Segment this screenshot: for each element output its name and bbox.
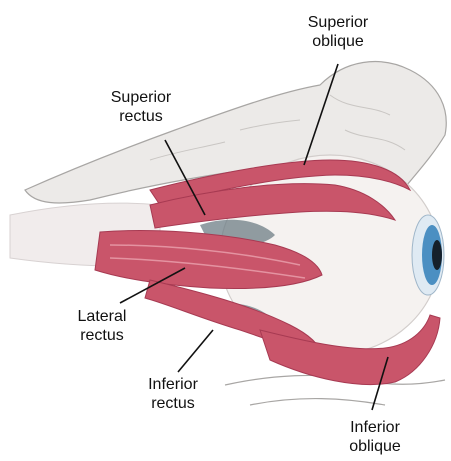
label-lateral-rectus: Lateral rectus — [67, 307, 137, 345]
leader-inferior-rectus — [178, 330, 213, 372]
label-superior-rectus: Superior rectus — [103, 88, 179, 126]
label-inferior-oblique-line1: Inferior — [339, 418, 411, 437]
pupil — [432, 240, 442, 270]
label-superior-rectus-line2: rectus — [103, 107, 179, 126]
label-inferior-rectus-line1: Inferior — [138, 375, 208, 394]
label-inferior-rectus-line2: rectus — [138, 394, 208, 413]
label-inferior-oblique: Inferior oblique — [339, 418, 411, 456]
label-lateral-rectus-line1: Lateral — [67, 307, 137, 326]
label-lateral-rectus-line2: rectus — [67, 326, 137, 345]
label-superior-oblique-line2: oblique — [300, 32, 376, 51]
label-superior-oblique-line1: Superior — [300, 13, 376, 32]
label-superior-rectus-line1: Superior — [103, 88, 179, 107]
label-inferior-oblique-line2: oblique — [339, 437, 411, 456]
label-superior-oblique: Superior oblique — [300, 13, 376, 51]
label-inferior-rectus: Inferior rectus — [138, 375, 208, 413]
